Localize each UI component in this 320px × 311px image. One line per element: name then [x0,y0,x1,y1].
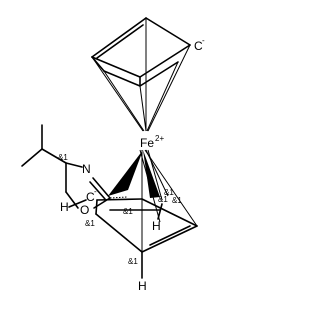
atom-hydrogen-left: H [60,200,69,214]
stereo-label-oxazoline-c2: &1 [123,207,133,216]
charge-carbanion-bottom: - [94,187,97,196]
stereo-label-ring-c5: &1 [128,257,138,266]
stereo-label-ring-c1: &1 [158,195,168,204]
fe-bottom-ring-bonds [108,149,198,252]
stereo-label-ring-c4: &1 [85,219,95,228]
fe-top-ring-bonds [91,18,191,132]
stereo-label-ring-c3: &1 [172,196,182,205]
ferrocene-oxazoline-structure: Fe 2+ C - C - N O H H H &1 &1 &1 &1 &1 &… [21,17,205,293]
stereo-label-isopropyl: &1 [58,153,68,162]
ring-to-oxazoline-hash [109,196,128,199]
atom-carbanion-bottom: C [86,190,95,204]
bottom-cyclopentadienyl-ring [95,198,198,253]
stereo-label-ring-c2: &1 [164,188,174,197]
wedge-bond [143,150,160,198]
atom-fe: Fe [140,136,154,150]
oxazoline-ring [21,124,111,209]
wedge-bond [108,150,143,196]
atom-nitrogen: N [82,162,91,176]
charge-fe: 2+ [155,134,164,143]
atom-hydrogen-right: H [152,219,161,233]
charge-carbanion-top: - [202,36,205,45]
atom-oxygen: O [80,203,89,217]
atom-carbanion-top: C [194,39,203,53]
atom-hydrogen-bottom: H [138,279,147,293]
top-cyclopentadienyl-ring [91,17,191,87]
